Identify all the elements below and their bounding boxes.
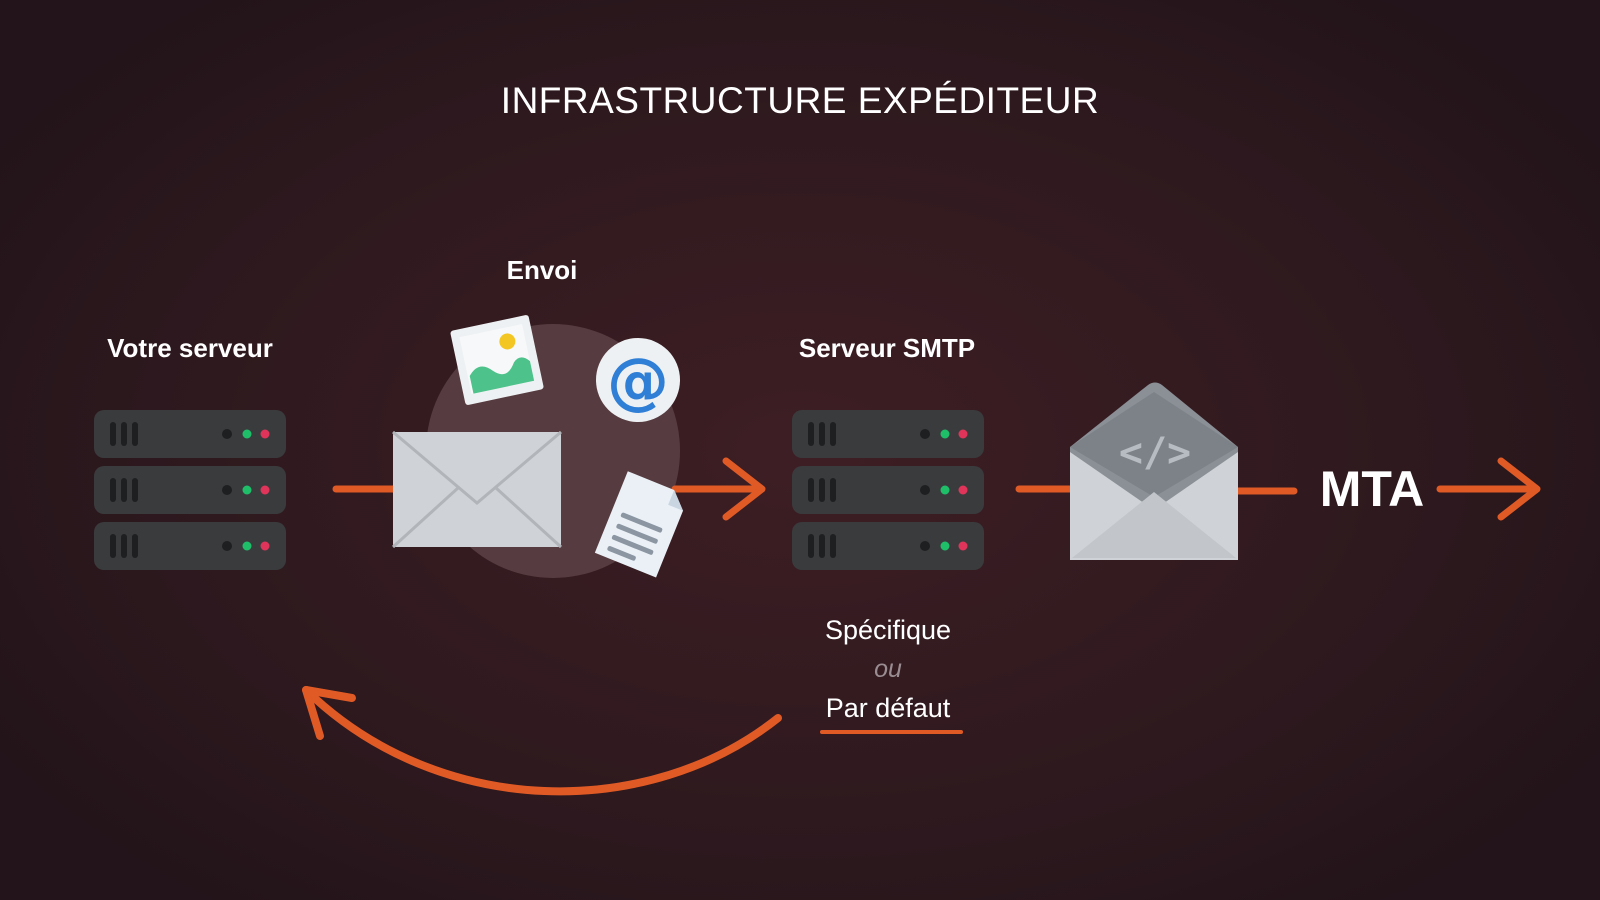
label-sending: Envoi: [506, 255, 578, 285]
server-icon: [94, 410, 286, 570]
arrow-mta-outbound: [1436, 457, 1541, 521]
option-default: Par défaut: [825, 693, 951, 723]
image-icon: [450, 315, 544, 405]
open-envelope-code-icon: </>: [1070, 382, 1238, 560]
document-icon: [594, 471, 684, 578]
smtp-server-icon: [792, 410, 984, 570]
option-specific: Spécifique: [824, 615, 952, 645]
label-mta: MTA: [1319, 461, 1425, 517]
at-sign-icon: @: [596, 338, 680, 422]
label-your-server: Votre serveur: [107, 333, 273, 363]
svg-text:@: @: [607, 344, 669, 417]
arrow-envoi-to-smtp: [671, 457, 766, 521]
arrow-return-to-server: [302, 686, 782, 796]
envelope-icon: [391, 430, 563, 549]
diagram-title: INFRASTRUCTURE EXPÉDITEUR: [500, 80, 1100, 121]
option-or: ou: [874, 655, 902, 683]
label-smtp-server: Serveur SMTP: [798, 333, 976, 363]
svg-text:</>: </>: [1119, 430, 1191, 476]
